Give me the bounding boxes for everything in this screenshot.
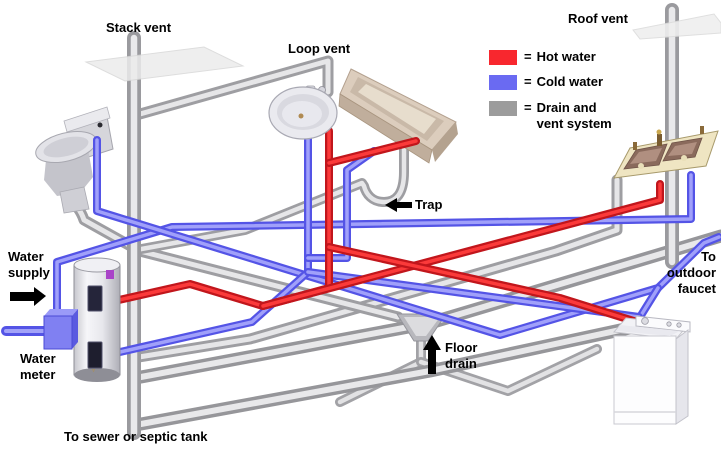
sewer-note-label: To sewer or septic tank	[64, 429, 208, 444]
trap-label: Trap	[415, 197, 443, 212]
cold-water-pipes	[1, 128, 721, 356]
floor-drain-arrow	[423, 335, 441, 374]
legend-item-hot: = Hot water	[489, 49, 619, 65]
roof-vent-label: Roof vent	[568, 11, 628, 26]
kitchen-sink	[613, 126, 719, 179]
water-heater: ▿	[73, 257, 121, 382]
water-supply-arrow	[10, 287, 46, 306]
legend-label-drain: Drain and vent system	[536, 99, 612, 131]
bathtub	[338, 68, 458, 164]
legend-item-drain: = Drain and vent system	[489, 100, 619, 133]
roof-planes	[84, 13, 721, 82]
legend-eq: =	[524, 49, 532, 64]
legend-label-cold: Cold water	[536, 74, 604, 90]
water-meter-label: Water meter	[20, 351, 56, 382]
legend-item-cold: = Cold water	[489, 74, 619, 91]
loop-vent-label: Loop vent	[288, 41, 351, 56]
legend: = Hot water = Cold water = Drain and ven…	[489, 49, 619, 141]
legend-label-hot: Hot water	[536, 49, 596, 64]
legend-eq: =	[524, 74, 532, 90]
legend-eq: =	[524, 99, 532, 115]
drain-vent-swatch	[489, 100, 517, 116]
trap-arrow	[385, 198, 412, 212]
bathroom-sink	[268, 85, 338, 140]
cold-water-swatch	[489, 75, 517, 91]
outdoor-faucet-label: To outdoor faucet	[666, 249, 716, 296]
floor-drain-label: Floor drain	[445, 340, 478, 371]
stack-vent-label: Stack vent	[106, 20, 172, 35]
hot-water-swatch	[489, 50, 517, 65]
arrows	[10, 198, 441, 374]
water-supply-label: Water supply	[8, 249, 50, 280]
svg-text:▿: ▿	[92, 368, 95, 374]
water-meter	[43, 309, 78, 350]
hot-water-pipes	[106, 127, 664, 326]
toilet	[35, 106, 114, 214]
washing-machine	[613, 315, 691, 425]
